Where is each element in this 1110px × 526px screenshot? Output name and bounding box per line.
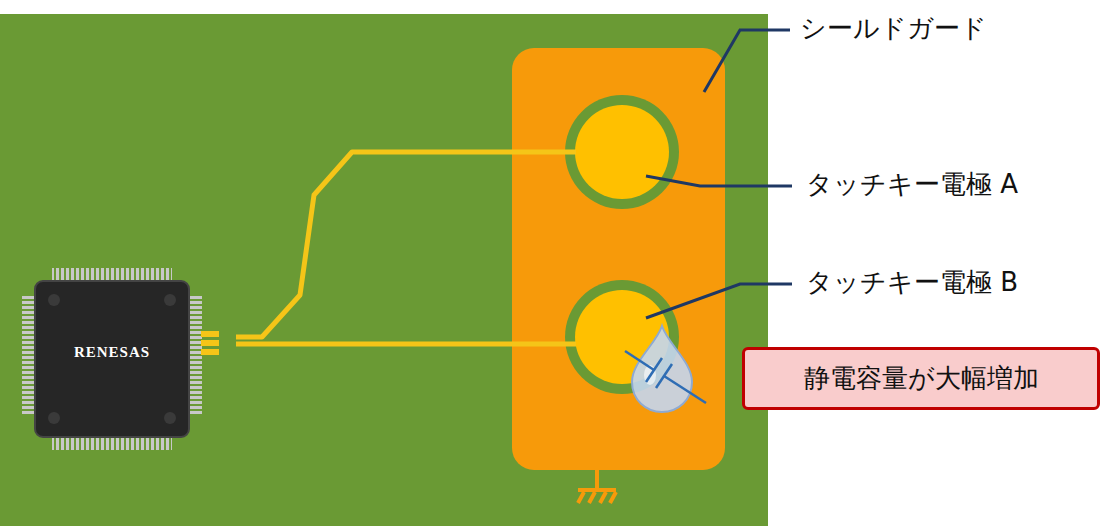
mcu-chip	[35, 281, 189, 437]
trace-b	[236, 342, 576, 347]
chip-pins	[52, 436, 172, 450]
water-drop	[632, 326, 692, 412]
chip-pins	[188, 296, 202, 416]
callout-box: 静電容量が大幅増加	[742, 347, 1100, 410]
shield-guard	[512, 48, 725, 470]
touch-electrode-a	[575, 105, 669, 199]
pcb-board	[0, 14, 768, 526]
touch-electrode-b	[575, 290, 669, 384]
ground-symbol	[578, 468, 616, 503]
pad	[201, 340, 219, 346]
callout-text: 静電容量が大幅増加	[804, 361, 1039, 396]
part-label: シールドガード	[800, 11, 987, 46]
pad	[201, 331, 219, 337]
chip-logo: RENESAS	[74, 344, 150, 361]
leader-line	[646, 30, 792, 318]
capacitor-symbol	[625, 351, 706, 403]
chip-pins	[22, 296, 36, 416]
pad	[201, 349, 219, 355]
part-label: タッチキー電極 A	[806, 167, 1018, 202]
electrode-gap	[565, 95, 679, 209]
part-label: タッチキー電極 B	[806, 265, 1018, 300]
trace-a	[236, 152, 576, 337]
chip-pins	[52, 268, 172, 282]
